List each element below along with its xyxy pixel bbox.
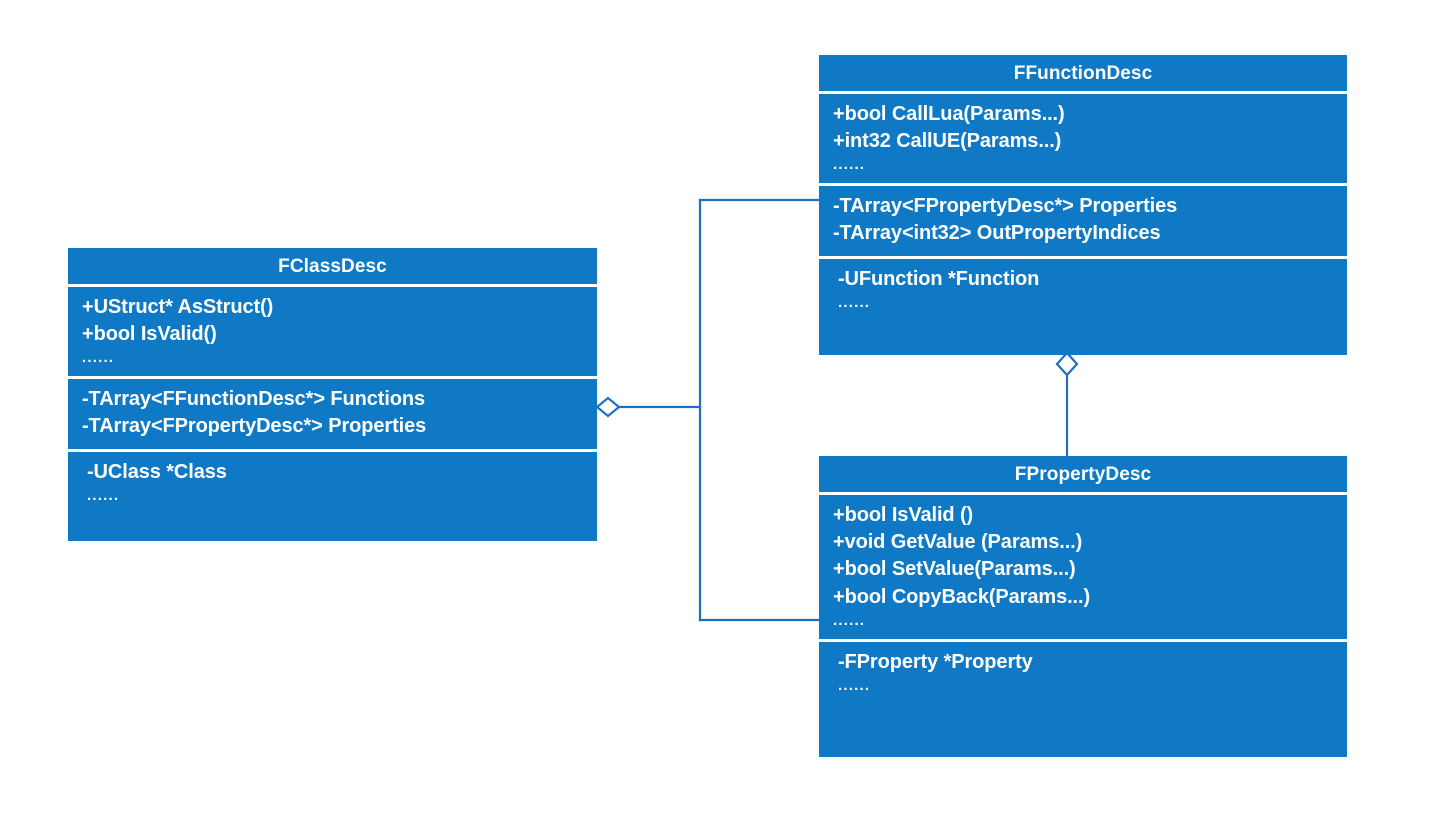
uml-divider: [819, 255, 1347, 259]
uml-class-title-fpropertydesc: FPropertyDesc: [1014, 464, 1152, 485]
uml-methods-ellipsis: ......: [833, 156, 866, 174]
uml-attribute-row: -TArray<FPropertyDesc*> Properties: [833, 195, 1178, 218]
uml-method-row: +bool IsValid (): [833, 504, 974, 526]
uml-attribute-row: -TArray<FFunctionDesc*> Functions: [82, 388, 426, 411]
uml-internal-row: -UClass *Class: [87, 460, 227, 483]
uml-internals-ellipsis: ......: [838, 293, 871, 311]
uml-method-row: +int32 CallUE(Params...): [833, 130, 1062, 153]
uml-attributes-section-ffunctiondesc: -TArray<FPropertyDesc*> Properties -TArr…: [819, 186, 1347, 255]
uml-internal-row: -UFunction *Function: [838, 267, 1040, 290]
uml-divider: [819, 638, 1347, 642]
uml-methods-ellipsis: ......: [833, 611, 866, 629]
uml-method-row: +bool IsValid(): [82, 323, 217, 346]
uml-methods-section-ffunctiondesc: +bool CallLua(Params...) +int32 CallUE(P…: [819, 94, 1347, 183]
uml-internal-row: -FProperty *Property: [838, 650, 1033, 673]
uml-attribute-row: -TArray<int32> OutPropertyIndices: [833, 222, 1161, 245]
uml-class-fpropertydesc[interactable]: FPropertyDesc +bool IsValid () +void Get…: [819, 456, 1347, 757]
uml-internals-ellipsis: ......: [87, 486, 120, 504]
uml-divider: [68, 284, 597, 287]
uml-method-row: +UStruct* AsStruct(): [82, 296, 274, 318]
uml-divider: [68, 376, 597, 380]
uml-class-fclassdesc[interactable]: FClassDesc +UStruct* AsStruct() +bool Is…: [68, 248, 597, 541]
uml-methods-section-fpropertydesc: +bool IsValid () +void GetValue (Params.…: [819, 495, 1347, 639]
uml-internals-section-fclassdesc: -UClass *Class ......: [68, 452, 597, 514]
uml-methods-ellipsis: ......: [82, 349, 115, 367]
uml-internals-ellipsis: ......: [838, 676, 871, 694]
aggregation-diamond-fclassdesc: [595, 396, 621, 418]
uml-divider: [819, 492, 1347, 495]
uml-internals-section-ffunctiondesc: -UFunction *Function ......: [819, 259, 1347, 321]
uml-attributes-section-fclassdesc: -TArray<FFunctionDesc*> Functions -TArra…: [68, 379, 597, 448]
uml-class-title-fclassdesc: FClassDesc: [278, 256, 387, 277]
uml-method-row: +bool CallLua(Params...): [833, 103, 1065, 125]
uml-attribute-row: -TArray<FPropertyDesc*> Properties: [82, 415, 427, 438]
uml-method-row: +bool CopyBack(Params...): [833, 585, 1091, 608]
uml-class-title-ffunctiondesc: FFunctionDesc: [1013, 63, 1153, 84]
uml-methods-section-fclassdesc: +UStruct* AsStruct() +bool IsValid() ...…: [68, 287, 597, 376]
uml-divider: [819, 91, 1347, 94]
uml-method-row: +void GetValue (Params...): [833, 531, 1083, 554]
uml-class-ffunctiondesc[interactable]: FFunctionDesc +bool CallLua(Params...) +…: [819, 55, 1347, 355]
aggregation-diamond-ffunctiondesc: [1055, 351, 1079, 377]
uml-divider: [819, 183, 1347, 187]
uml-internals-section-fpropertydesc: -FProperty *Property ......: [819, 642, 1347, 704]
uml-method-row: +bool SetValue(Params...): [833, 558, 1076, 581]
uml-divider: [68, 448, 597, 452]
